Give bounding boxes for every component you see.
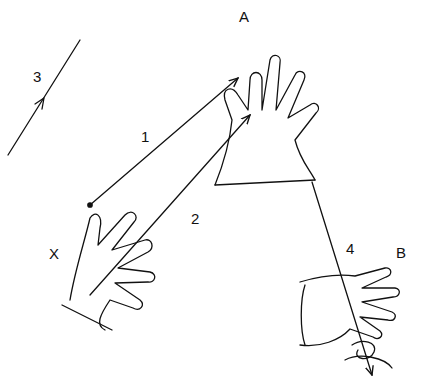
hand-outline	[70, 212, 155, 330]
hand-cuff	[62, 305, 112, 330]
hand-cuff	[301, 285, 305, 345]
point-label: B	[395, 244, 407, 261]
hand-outline	[215, 55, 318, 185]
callout-number: 1	[140, 128, 150, 145]
hand-outline	[300, 268, 399, 346]
point-label: X	[48, 245, 60, 262]
callout-number: 2	[190, 210, 200, 227]
hand-cuff	[215, 180, 315, 185]
callout-number: 4	[345, 240, 355, 257]
arrow-line	[312, 182, 372, 375]
arrow-head	[35, 98, 44, 109]
scribble	[345, 356, 392, 368]
callout-number: 3	[32, 68, 42, 85]
point-label: A	[238, 8, 250, 25]
arrow-line	[90, 78, 238, 205]
arrow-line	[90, 115, 250, 295]
arrow-line	[8, 40, 80, 155]
